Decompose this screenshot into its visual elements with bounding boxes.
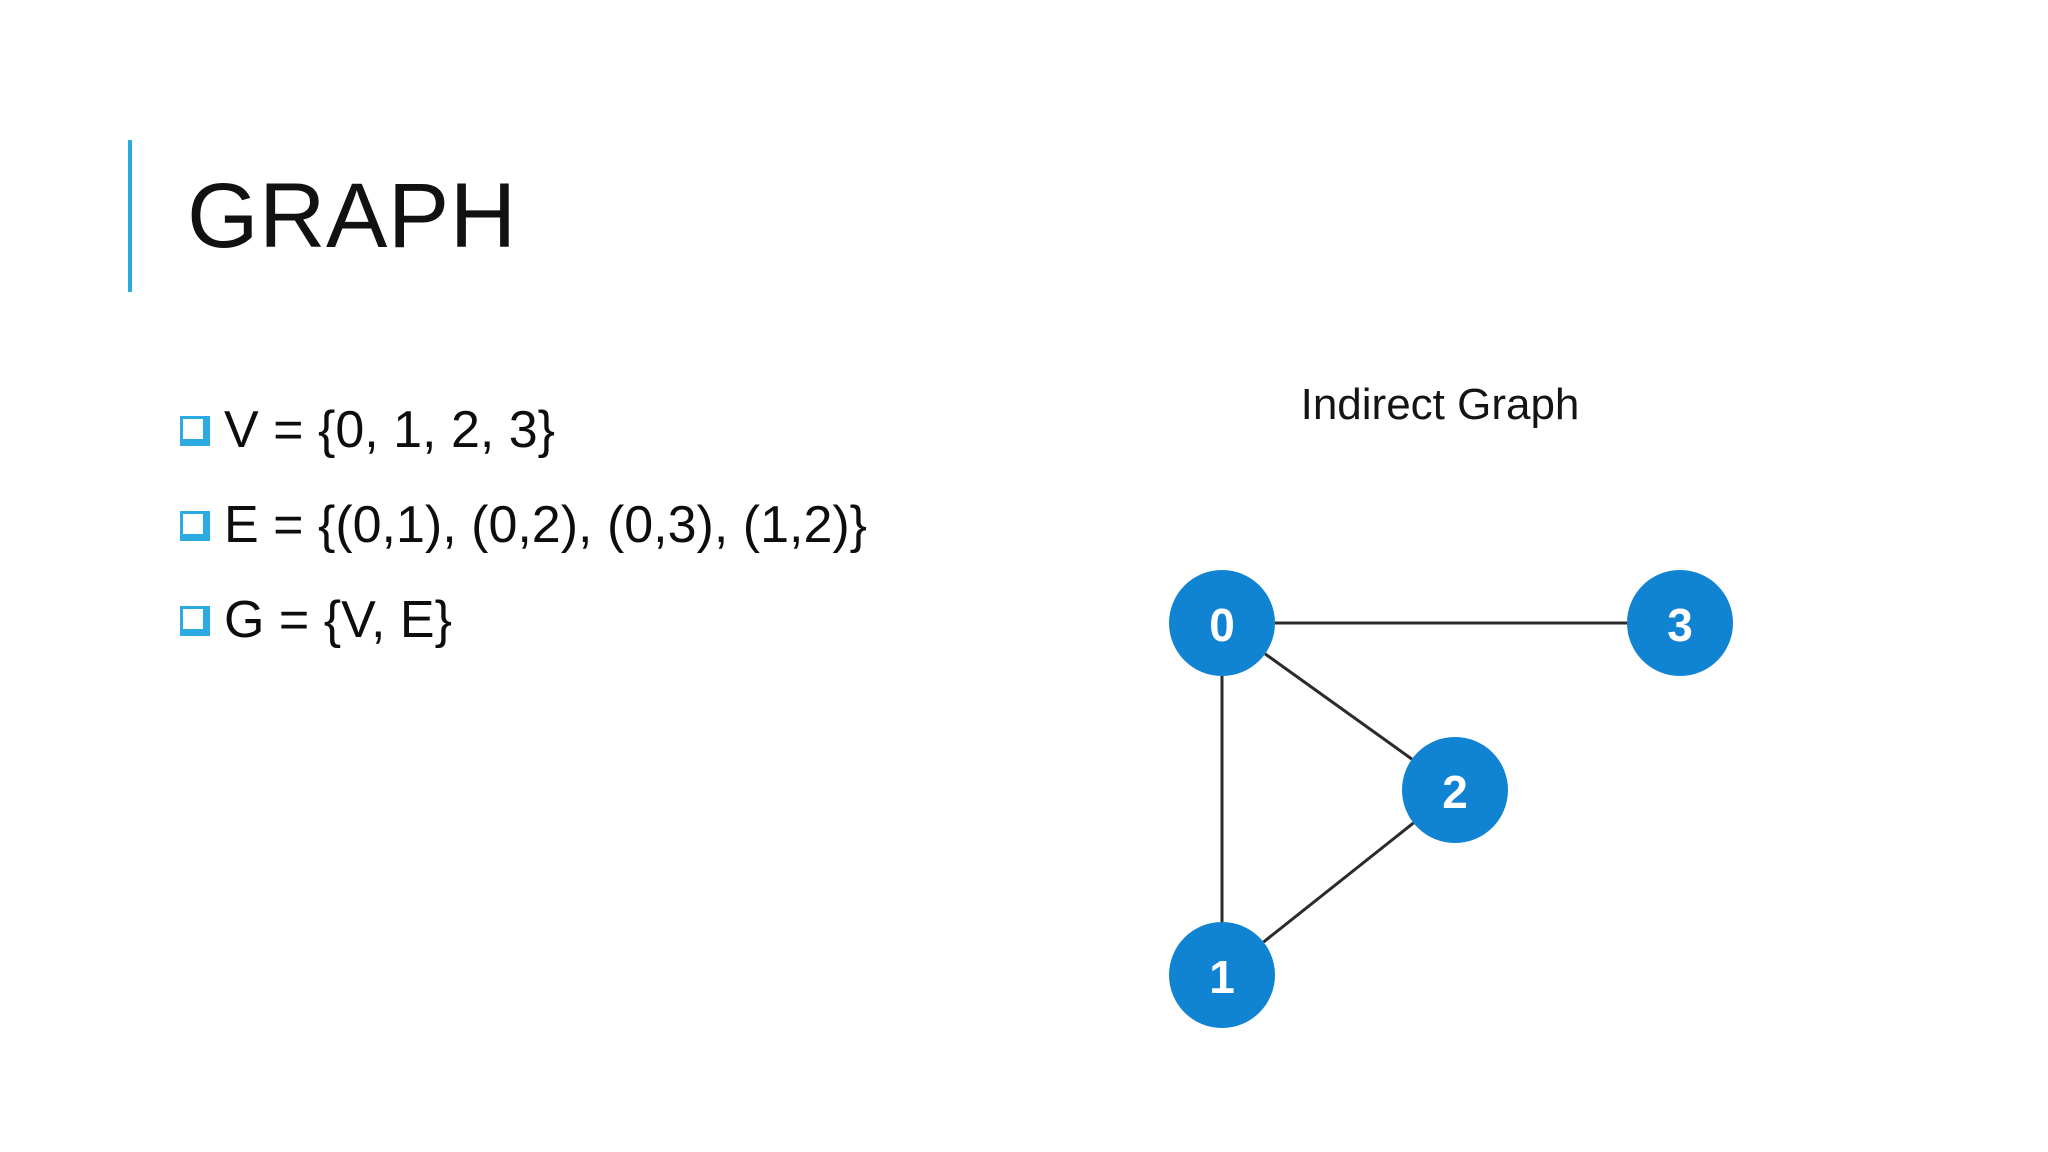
graph-node-2[interactable]: 2 <box>1402 737 1508 843</box>
graph-node-group: 0 1 2 3 <box>1169 570 1733 1028</box>
graph-node-label-2: 2 <box>1442 766 1468 818</box>
graph-node-label-0: 0 <box>1209 599 1235 651</box>
graph-node-label-1: 1 <box>1209 951 1235 1003</box>
list-item: V = {0, 1, 2, 3} <box>180 382 1140 477</box>
graph-edge-0-2 <box>1264 652 1413 761</box>
list-item-label: E = {(0,1), (0,2), (0,3), (1,2)} <box>224 495 868 554</box>
hollow-square-bullet-icon <box>180 605 210 636</box>
page-title: GRAPH <box>187 165 517 267</box>
list-item-label: G = {V, E} <box>224 590 452 649</box>
title-accent-bar <box>128 140 132 292</box>
hollow-square-bullet-icon <box>180 415 210 446</box>
graph-node-3[interactable]: 3 <box>1627 570 1733 676</box>
bullet-list: V = {0, 1, 2, 3} E = {(0,1), (0,2), (0,3… <box>180 382 1140 667</box>
graph-caption: Indirect Graph <box>1300 380 1580 429</box>
graph-node-0[interactable]: 0 <box>1169 570 1275 676</box>
graph-node-1[interactable]: 1 <box>1169 922 1275 1028</box>
graph-figure: Indirect Graph 0 1 2 3 <box>1150 380 1930 1080</box>
list-item: G = {V, E} <box>180 572 1140 667</box>
list-item: E = {(0,1), (0,2), (0,3), (1,2)} <box>180 477 1140 572</box>
graph-node-label-3: 3 <box>1667 599 1693 651</box>
list-item-label: V = {0, 1, 2, 3} <box>224 400 556 459</box>
graph-node-circle-1 <box>1169 922 1275 1028</box>
graph-node-circle-3 <box>1627 570 1733 676</box>
graph-edge-1-2 <box>1262 821 1415 944</box>
graph-node-circle-0 <box>1169 570 1275 676</box>
graph-diagram: 0 1 2 3 <box>1169 570 1733 1028</box>
graph-edge-group <box>1220 621 1627 944</box>
hollow-square-bullet-icon <box>180 510 210 541</box>
graph-node-circle-2 <box>1402 737 1508 843</box>
title-block: GRAPH <box>128 140 517 292</box>
